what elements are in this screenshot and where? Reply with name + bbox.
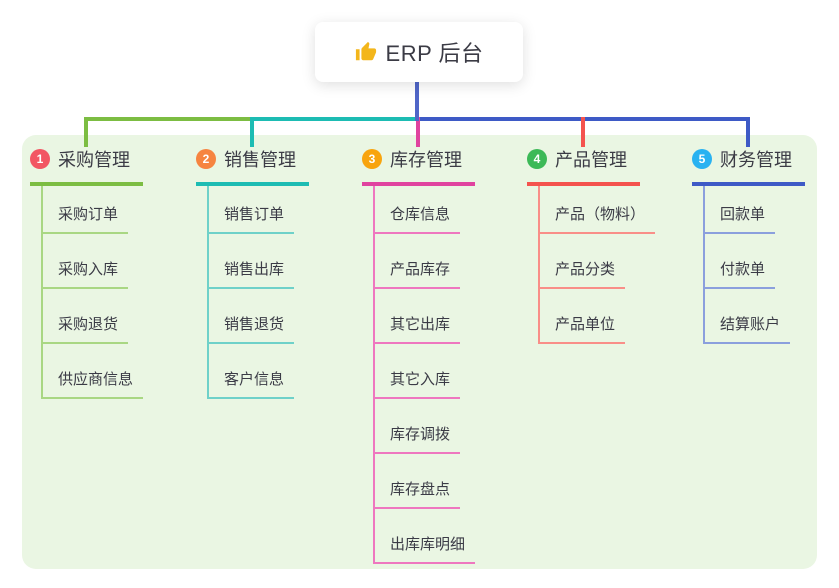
branch-column-3: 3 库存管理仓库信息产品库存其它出库其它入库库存调拨库存盘点出库库明细 [362,146,476,564]
leaf-node[interactable]: 出库库明细 [375,509,476,564]
branch-node-4[interactable]: 4 产品管理 [527,146,640,186]
branch-column-5: 5 财务管理回款单付款单结算账户 [692,146,805,344]
branch-label: 库存管理 [390,150,462,170]
connector-segment [415,117,750,121]
leaf-node[interactable]: 销售订单 [209,186,295,234]
branch-node-3[interactable]: 3 库存管理 [362,146,475,186]
leaf-node[interactable]: 采购入库 [43,234,129,289]
branch-children: 回款单付款单结算账户 [703,186,791,344]
root-node[interactable]: ERP 后台 [315,22,523,82]
leaf-node[interactable]: 供应商信息 [43,344,144,399]
branch-column-4: 4 产品管理产品（物料）产品分类产品单位 [527,146,656,344]
branch-number-badge: 5 [692,149,712,169]
leaf-node[interactable]: 客户信息 [209,344,295,399]
leaf-node[interactable]: 库存调拨 [375,399,461,454]
branch-children: 产品（物料）产品分类产品单位 [538,186,656,344]
branch-children: 采购订单采购入库采购退货供应商信息 [41,186,144,399]
branch-number-badge: 4 [527,149,547,169]
leaf-node[interactable]: 产品库存 [375,234,461,289]
connector-segment [415,82,419,121]
branch-number-badge: 3 [362,149,382,169]
branch-node-1[interactable]: 1 采购管理 [30,146,143,186]
branch-children: 销售订单销售出库销售退货客户信息 [207,186,295,399]
leaf-node[interactable]: 采购退货 [43,289,129,344]
leaf-node[interactable]: 库存盘点 [375,454,461,509]
leaf-node[interactable]: 仓库信息 [375,186,461,234]
leaf-node[interactable]: 其它出库 [375,289,461,344]
branch-number-badge: 1 [30,149,50,169]
connector-segment [250,117,419,121]
leaf-node[interactable]: 付款单 [705,234,776,289]
branch-column-1: 1 采购管理采购订单采购入库采购退货供应商信息 [30,146,144,399]
branch-column-2: 2 销售管理销售订单销售出库销售退货客户信息 [196,146,309,399]
branch-label: 销售管理 [224,150,296,170]
leaf-node[interactable]: 采购订单 [43,186,129,234]
branch-children: 仓库信息产品库存其它出库其它入库库存调拨库存盘点出库库明细 [373,186,476,564]
branch-label: 采购管理 [58,150,130,170]
thumbs-up-icon [355,41,377,63]
branch-label: 产品管理 [555,150,627,170]
leaf-node[interactable]: 回款单 [705,186,776,234]
leaf-node[interactable]: 产品（物料） [540,186,656,234]
leaf-node[interactable]: 结算账户 [705,289,791,344]
branch-label: 财务管理 [720,150,792,170]
leaf-node[interactable]: 其它入库 [375,344,461,399]
connector-segment [84,117,419,121]
leaf-node[interactable]: 产品单位 [540,289,626,344]
leaf-node[interactable]: 销售退货 [209,289,295,344]
branches-panel [22,135,817,569]
branch-node-2[interactable]: 2 销售管理 [196,146,309,186]
branch-node-5[interactable]: 5 财务管理 [692,146,805,186]
root-title: ERP 后台 [385,41,484,66]
connector-segment [415,117,585,121]
leaf-node[interactable]: 销售出库 [209,234,295,289]
branch-number-badge: 2 [196,149,216,169]
leaf-node[interactable]: 产品分类 [540,234,626,289]
